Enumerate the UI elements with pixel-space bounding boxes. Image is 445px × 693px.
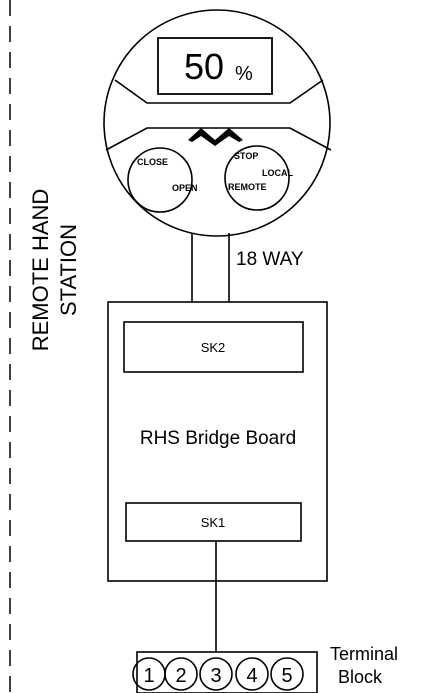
terminal-3-label: 3	[210, 665, 221, 687]
terminal-2-label: 2	[175, 665, 186, 687]
open-close-knob[interactable]	[127, 147, 193, 213]
upper-separator-band	[114, 79, 324, 104]
knob-local-label: LOCAL	[262, 168, 293, 178]
knob-stop-label: STOP	[234, 151, 258, 161]
display-unit: %	[235, 63, 253, 85]
terminal-5	[270, 657, 304, 691]
local-remote-knob[interactable]	[224, 145, 290, 211]
knob-remote-label: REMOTE	[228, 182, 267, 192]
terminal-label-line1: Terminal	[330, 644, 398, 664]
terminal-list: 1 2 3 4 5	[132, 657, 304, 691]
display-value: 50	[184, 46, 224, 87]
station-label-line1: REMOTE HAND	[28, 189, 53, 352]
board-title: RHS Bridge Board	[140, 428, 296, 449]
lower-separator-band	[105, 127, 332, 151]
socket-sk1	[125, 502, 302, 542]
station-label-line2: STATION	[56, 224, 81, 316]
terminal-1-label: 1	[143, 665, 154, 687]
cable-label: 18 WAY	[236, 249, 304, 270]
terminal-2	[164, 657, 198, 691]
knob-close-label: CLOSE	[137, 157, 168, 167]
socket-sk2-label: SK2	[201, 340, 226, 355]
knob-open-label: OPEN	[172, 183, 198, 193]
socket-sk1-label: SK1	[201, 515, 226, 530]
terminal-3	[199, 657, 233, 691]
terminal-4-label: 4	[246, 665, 257, 687]
terminal-5-label: 5	[281, 665, 292, 687]
display-window	[157, 37, 273, 95]
station-label: REMOTE HAND STATION	[28, 189, 81, 352]
actuator-head	[103, 9, 331, 237]
chevron-indicator-icon	[188, 128, 243, 146]
terminal-4	[235, 657, 269, 691]
terminal-label-line2: Block	[338, 667, 383, 687]
socket-sk2	[123, 321, 304, 373]
